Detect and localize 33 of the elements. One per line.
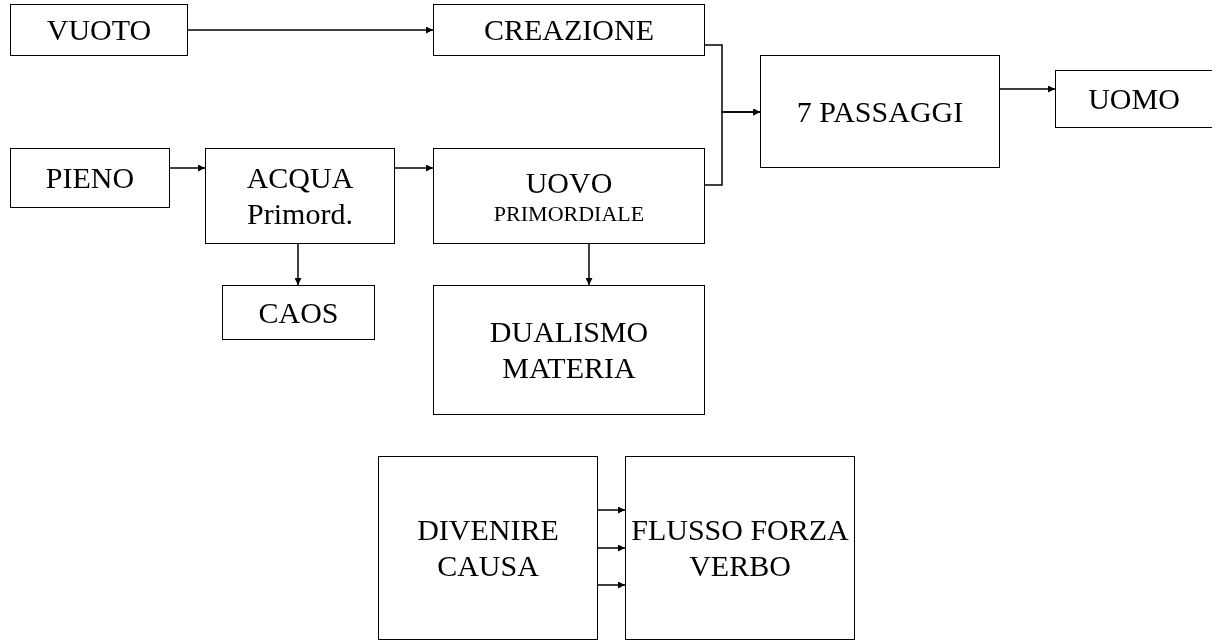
process-box: [10, 148, 170, 208]
arrow: [999, 85, 1056, 93]
arrow: [585, 243, 593, 286]
box-label: VUOTO: [46, 12, 152, 48]
box-label: DUALISMO MATERIA: [488, 314, 650, 386]
arrow: [394, 164, 434, 172]
box-label: FLUSSO FORZA VERBO: [630, 512, 850, 584]
process-box: [433, 285, 705, 415]
process-box: [1055, 70, 1212, 128]
process-box: [205, 148, 395, 244]
process-box: [625, 456, 855, 640]
arrow: [597, 544, 626, 552]
arrow: [187, 26, 434, 34]
box-label: PIENO: [45, 160, 135, 196]
box-label: 7 PASSAGGI: [796, 93, 964, 130]
box-label: CAOS: [258, 294, 339, 331]
process-box: [378, 456, 598, 640]
box-label: UOVO: [525, 164, 613, 201]
arrow: [704, 108, 761, 186]
process-box: [10, 4, 188, 56]
process-box: [433, 4, 705, 56]
box-label: ACQUA Primord.: [245, 160, 355, 232]
process-box: [222, 285, 375, 340]
arrow: [294, 243, 302, 286]
box-label: DIVENIRE CAUSA: [416, 512, 560, 584]
box-label: UOMO: [1088, 81, 1180, 117]
arrow: [597, 581, 626, 589]
box-label: CREAZIONE: [484, 12, 654, 48]
process-box: [760, 55, 1000, 168]
box-label: PRIMORDIALE: [493, 200, 645, 228]
process-box: [433, 148, 705, 244]
arrow: [169, 164, 206, 172]
arrow: [597, 506, 626, 514]
